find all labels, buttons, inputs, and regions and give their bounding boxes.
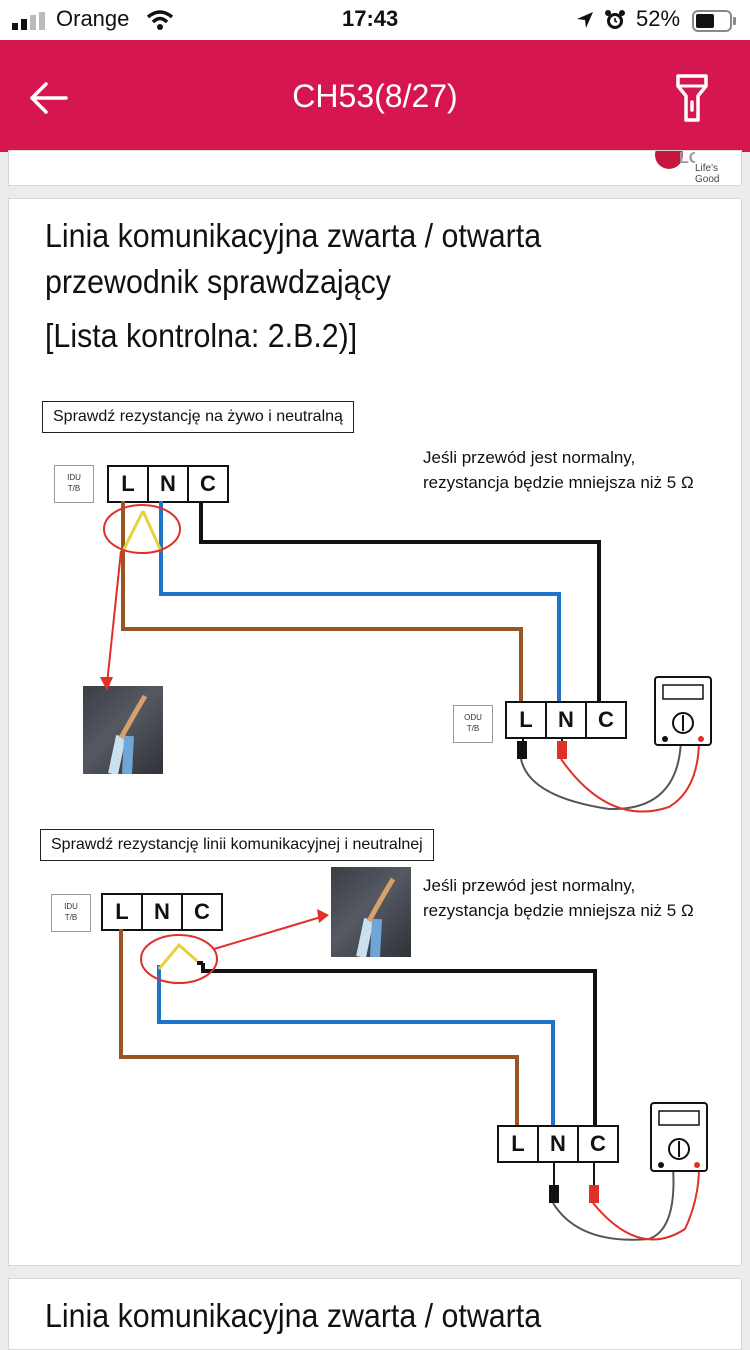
app-header: CH53(8/27): [0, 40, 750, 152]
lg-logo-icon: LG: [655, 141, 701, 169]
odu-tb-text-1: T/B: [466, 724, 480, 733]
idu-tb-text-2: T/B: [64, 913, 78, 922]
carrier-name: Orange: [56, 6, 130, 31]
callout-arrow-head-1: [100, 677, 113, 691]
odu-text-1: ODU: [464, 713, 482, 722]
probe-lead-red-2: [592, 1166, 700, 1241]
wire-short-photo-1: [83, 686, 163, 774]
terminal-n: N: [539, 1127, 579, 1161]
odu-terminal-block-2: L N C: [497, 1125, 619, 1163]
short-jumper-1: [121, 510, 163, 552]
section2-note-line2: rezystancja będzie mniejsza niż 5 Ω: [423, 901, 694, 920]
terminal-c: C: [598, 707, 614, 732]
wire-photo-graphic: [356, 877, 396, 957]
short-jumper-2: [157, 942, 198, 970]
wire-blue-1: [159, 501, 561, 701]
idu-text-1: IDU: [67, 473, 81, 482]
section1-label: Sprawdź rezystancję na żywo i neutralną: [42, 401, 354, 433]
terminal-l: L: [109, 467, 149, 501]
location-icon: [577, 12, 593, 28]
probe-lead-black-2: [552, 1166, 675, 1241]
terminal-l: L: [507, 703, 547, 737]
lg-logo: LG Life's Good: [649, 141, 745, 185]
short-circle-1: [103, 504, 181, 554]
signal-icon: [12, 12, 45, 30]
multimeter-icon: [654, 676, 712, 746]
wire-brown-2: [119, 929, 519, 1125]
terminal-n: N: [547, 703, 587, 737]
battery-icon: [692, 10, 736, 32]
wire-black-1: [199, 501, 601, 701]
callout-arrow-head-2: [317, 909, 329, 923]
wire-brown-1: [121, 501, 523, 701]
wifi-icon: [146, 10, 174, 30]
odu-terminal-block-1: L N C: [505, 701, 627, 739]
terminal-n: N: [143, 895, 183, 929]
odu-terminal-label-1: ODU T/B: [453, 705, 493, 743]
wire-blue-2: [157, 965, 555, 1125]
terminal-c: C: [194, 899, 210, 924]
probe-lead-red-1: [560, 738, 700, 813]
callout-arrow-2: [213, 916, 322, 950]
probe-red-2: [589, 1185, 599, 1203]
flashlight-icon[interactable]: [670, 72, 714, 124]
slide-title-line2: przewodnik sprawdzający: [45, 263, 391, 300]
terminal-l: L: [499, 1127, 539, 1161]
idu-terminal-block-1: L N C: [107, 465, 229, 503]
back-arrow-icon[interactable]: [26, 76, 70, 120]
idu-terminal-label-1: IDU T/B: [54, 465, 94, 503]
multimeter-icon: [650, 1102, 708, 1172]
wire-photo-graphic: [108, 694, 148, 774]
terminal-c: C: [590, 1131, 606, 1156]
terminal-l: L: [103, 895, 143, 929]
battery-percent: 52%: [636, 6, 681, 31]
terminal-n: N: [149, 467, 189, 501]
alarm-icon: [605, 10, 625, 29]
callout-arrow-1: [106, 550, 122, 685]
probe-black-2: [549, 1185, 559, 1203]
idu-terminal-block-2: L N C: [101, 893, 223, 931]
previous-slide-card: LG Life's Good: [8, 141, 745, 186]
slide-title-line3: [Lista kontrolna: 2.B.2)]: [45, 317, 358, 354]
clock: 17:43: [342, 6, 399, 31]
idu-tb-text-1: T/B: [67, 484, 81, 493]
wire-short-photo-2: [331, 867, 411, 957]
idu-terminal-label-2: IDU T/B: [51, 894, 91, 932]
probe-black-1: [517, 741, 527, 759]
lg-slogan: Life's Good: [695, 163, 720, 185]
slide-title-line1: Linia komunikacyjna zwarta / otwarta: [45, 217, 542, 254]
next-slide-card: Linia komunikacyjna zwarta / otwarta: [8, 1278, 742, 1350]
page-title: CH53(8/27): [292, 78, 458, 114]
section2-label: Sprawdź rezystancję linii komunikacyjnej…: [40, 829, 434, 861]
section2-note-line1: Jeśli przewód jest normalny,: [423, 876, 636, 895]
svg-text:LG: LG: [679, 151, 695, 167]
probe-red-1: [557, 741, 567, 759]
short-circle-2: [140, 934, 218, 984]
slide-card: Linia komunikacyjna zwarta / otwarta prz…: [8, 198, 742, 1266]
terminal-c: C: [200, 471, 216, 496]
next-slide-title-line1: Linia komunikacyjna zwarta / otwarta: [45, 1297, 542, 1334]
section1-note-line1: Jeśli przewód jest normalny,: [423, 448, 636, 467]
wire-black-2: [201, 963, 597, 1125]
probe-lead-black-1: [520, 738, 682, 811]
wiring-diagram: [100, 501, 712, 1241]
section1-note-line2: rezystancja będzie mniejsza niż 5 Ω: [423, 473, 694, 492]
status-bar: Orange 17:43 52%: [0, 0, 750, 40]
idu-text-2: IDU: [64, 902, 78, 911]
